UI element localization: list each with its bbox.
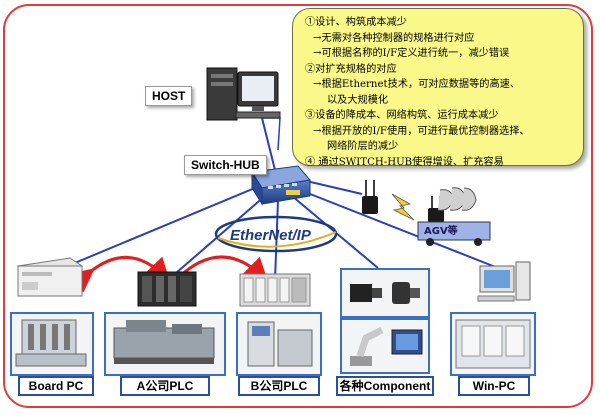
win-pc-icon: [477, 261, 531, 302]
link-board-pc: [69, 184, 263, 266]
host-label: HOST: [145, 86, 193, 106]
b-plc-photo: [236, 312, 322, 376]
benefits-callout: ①设计、构筑成本减少 →无需对各种控制器的规格进行对应 →可根据名称的I/F定义…: [292, 8, 584, 168]
agv-cart-icon: [417, 187, 491, 246]
wireless-ap-icon: [362, 180, 378, 214]
caption-component: 各种Component: [336, 376, 434, 396]
a-plc-photo: [104, 312, 226, 376]
link-win-pc: [299, 189, 499, 269]
ethernet-logo-text: EtherNet/IP: [230, 227, 312, 244]
lightning-bolt-icon: [391, 193, 415, 221]
robot-arm-icon: [350, 326, 423, 366]
b-plc-machine-icon: [247, 321, 313, 367]
caption-a-plc: A公司PLC: [120, 376, 210, 396]
callout-line-8: →根据开放的I/F使用，可进行最优控制器选择、: [313, 125, 530, 137]
callout-line-9: 网络阶层的减少: [327, 141, 399, 152]
caption-board-pc: Board PC: [18, 376, 94, 396]
callout-line-3: →可根据名称的I/F定义进行统一，减少错误: [313, 48, 510, 59]
link-host-switch: [261, 117, 276, 171]
switch-hub-label: Switch-HUB: [184, 155, 267, 175]
callout-line-7: ③设备的降成本、网络构筑、运行成本减少: [305, 110, 499, 121]
win-pc-cabinet-icon: [455, 319, 531, 369]
component-camera-panel: [340, 268, 430, 318]
link-wireless: [301, 179, 363, 195]
agv-label: AGV等: [424, 226, 458, 237]
a-plc-machine-icon: [113, 320, 215, 364]
board-pc-machine-icon: [15, 319, 87, 367]
switch-hub-icon: [251, 165, 311, 206]
callout-line-5: →根据Ethernet技术，可对应数据等的高速、: [313, 79, 521, 90]
callout-line-10: ④ 通过SWITCH-HUB使得增设、扩充容易: [305, 156, 504, 168]
host-computer-icon: [206, 67, 281, 121]
board-pc-photo: [10, 312, 94, 376]
callout-line-1: ①设计、构筑成本减少: [305, 17, 407, 28]
win-pc-photo: [450, 312, 536, 376]
callout-line-2: →无需对各种控制器的规格进行对应: [313, 32, 475, 44]
component-robot-photo: [340, 318, 430, 374]
callout-line-6: 以及大规模化: [327, 94, 389, 106]
a-plc-device-icon: [137, 271, 197, 307]
b-plc-device-icon: [239, 273, 311, 307]
camera-icon: [350, 282, 420, 304]
caption-b-plc: B公司PLC: [238, 376, 320, 396]
board-pc-device-icon: [16, 257, 84, 297]
link-host-cable: [262, 117, 281, 151]
ethernet-ip-logo: EtherNet/IP: [214, 215, 338, 253]
caption-win-pc: Win-PC: [458, 376, 530, 396]
link-b-plc: [274, 199, 279, 281]
arrow-a-b: [156, 255, 269, 300]
callout-line-4: ②对扩充规格的对应: [305, 63, 397, 75]
